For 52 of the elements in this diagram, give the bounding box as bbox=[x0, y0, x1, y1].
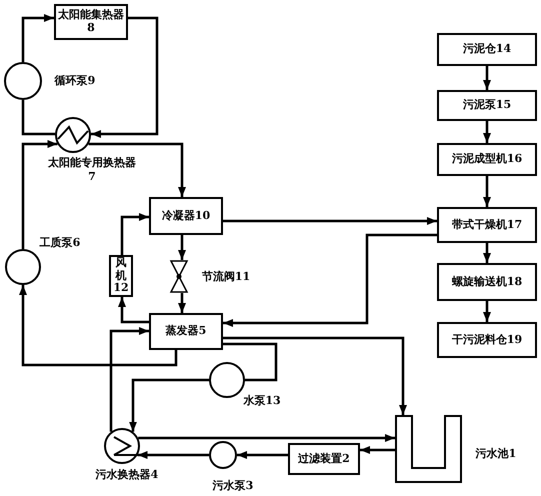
pipe-arrow bbox=[483, 301, 491, 322]
component-label: 水泵13 bbox=[242, 394, 282, 408]
process-box: 干污泥料仓19 bbox=[437, 322, 537, 358]
process-box: 螺旋输送机18 bbox=[437, 263, 537, 301]
component-label: 节流阀11 bbox=[200, 270, 252, 284]
process-box: 蒸发器5 bbox=[149, 313, 223, 350]
process-box: 污泥成型机16 bbox=[437, 143, 537, 176]
process-box: 冷凝器10 bbox=[149, 197, 223, 235]
pump-symbol bbox=[5, 249, 41, 285]
pipe-arrow bbox=[88, 142, 186, 197]
pipe-arrow bbox=[90, 16, 158, 138]
process-box: 过滤装置2 bbox=[288, 443, 360, 475]
process-box: 风机12 bbox=[109, 255, 133, 297]
heat-exchanger-symbol bbox=[104, 428, 140, 464]
pipe-arrow bbox=[178, 235, 186, 260]
pipe-arrow bbox=[110, 327, 149, 432]
pipe-arrow bbox=[223, 217, 437, 225]
process-box: 污泥泵15 bbox=[437, 90, 537, 121]
pipe-arrow bbox=[138, 451, 209, 459]
valve-symbol bbox=[170, 260, 188, 293]
pipe-arrow bbox=[483, 176, 491, 207]
pipe-arrow bbox=[483, 66, 491, 90]
component-label: 循环泵9 bbox=[53, 74, 96, 88]
component-label: 工质泵6 bbox=[38, 236, 82, 250]
component-label: 太阳能专用换热器7 bbox=[48, 156, 136, 184]
component-label: 污水换热器4 bbox=[94, 468, 160, 482]
pipe-arrow bbox=[120, 213, 149, 255]
process-box: 太阳能集热器8 bbox=[54, 4, 128, 40]
pipe-line bbox=[22, 100, 56, 136]
heat-exchanger-symbol bbox=[55, 117, 91, 153]
pump-symbol bbox=[209, 441, 237, 469]
component-label: 污水泵3 bbox=[212, 479, 254, 493]
pipe-arrow bbox=[22, 140, 58, 249]
pipe-arrow bbox=[19, 285, 178, 366]
pipe-arrow bbox=[223, 336, 407, 415]
pump-symbol bbox=[4, 62, 42, 100]
component-label: 污水池1 bbox=[474, 447, 518, 461]
process-box: 污泥仓14 bbox=[437, 33, 537, 66]
process-box: 带式干燥机17 bbox=[437, 207, 537, 243]
pipe-arrow bbox=[22, 14, 54, 62]
pipe-arrow bbox=[360, 446, 395, 454]
tank-symbol bbox=[395, 415, 462, 483]
pipe-arrow bbox=[483, 243, 491, 263]
pipe-arrow bbox=[237, 451, 288, 459]
pipe-arrow bbox=[138, 434, 395, 442]
pipe-arrow bbox=[483, 121, 491, 143]
pipe-arrow bbox=[118, 297, 149, 324]
pump-symbol bbox=[209, 362, 245, 398]
pipe-arrow bbox=[129, 378, 209, 432]
pipe-arrow bbox=[223, 234, 437, 327]
pipe-arrow bbox=[178, 293, 186, 313]
pipe-line bbox=[223, 342, 278, 382]
